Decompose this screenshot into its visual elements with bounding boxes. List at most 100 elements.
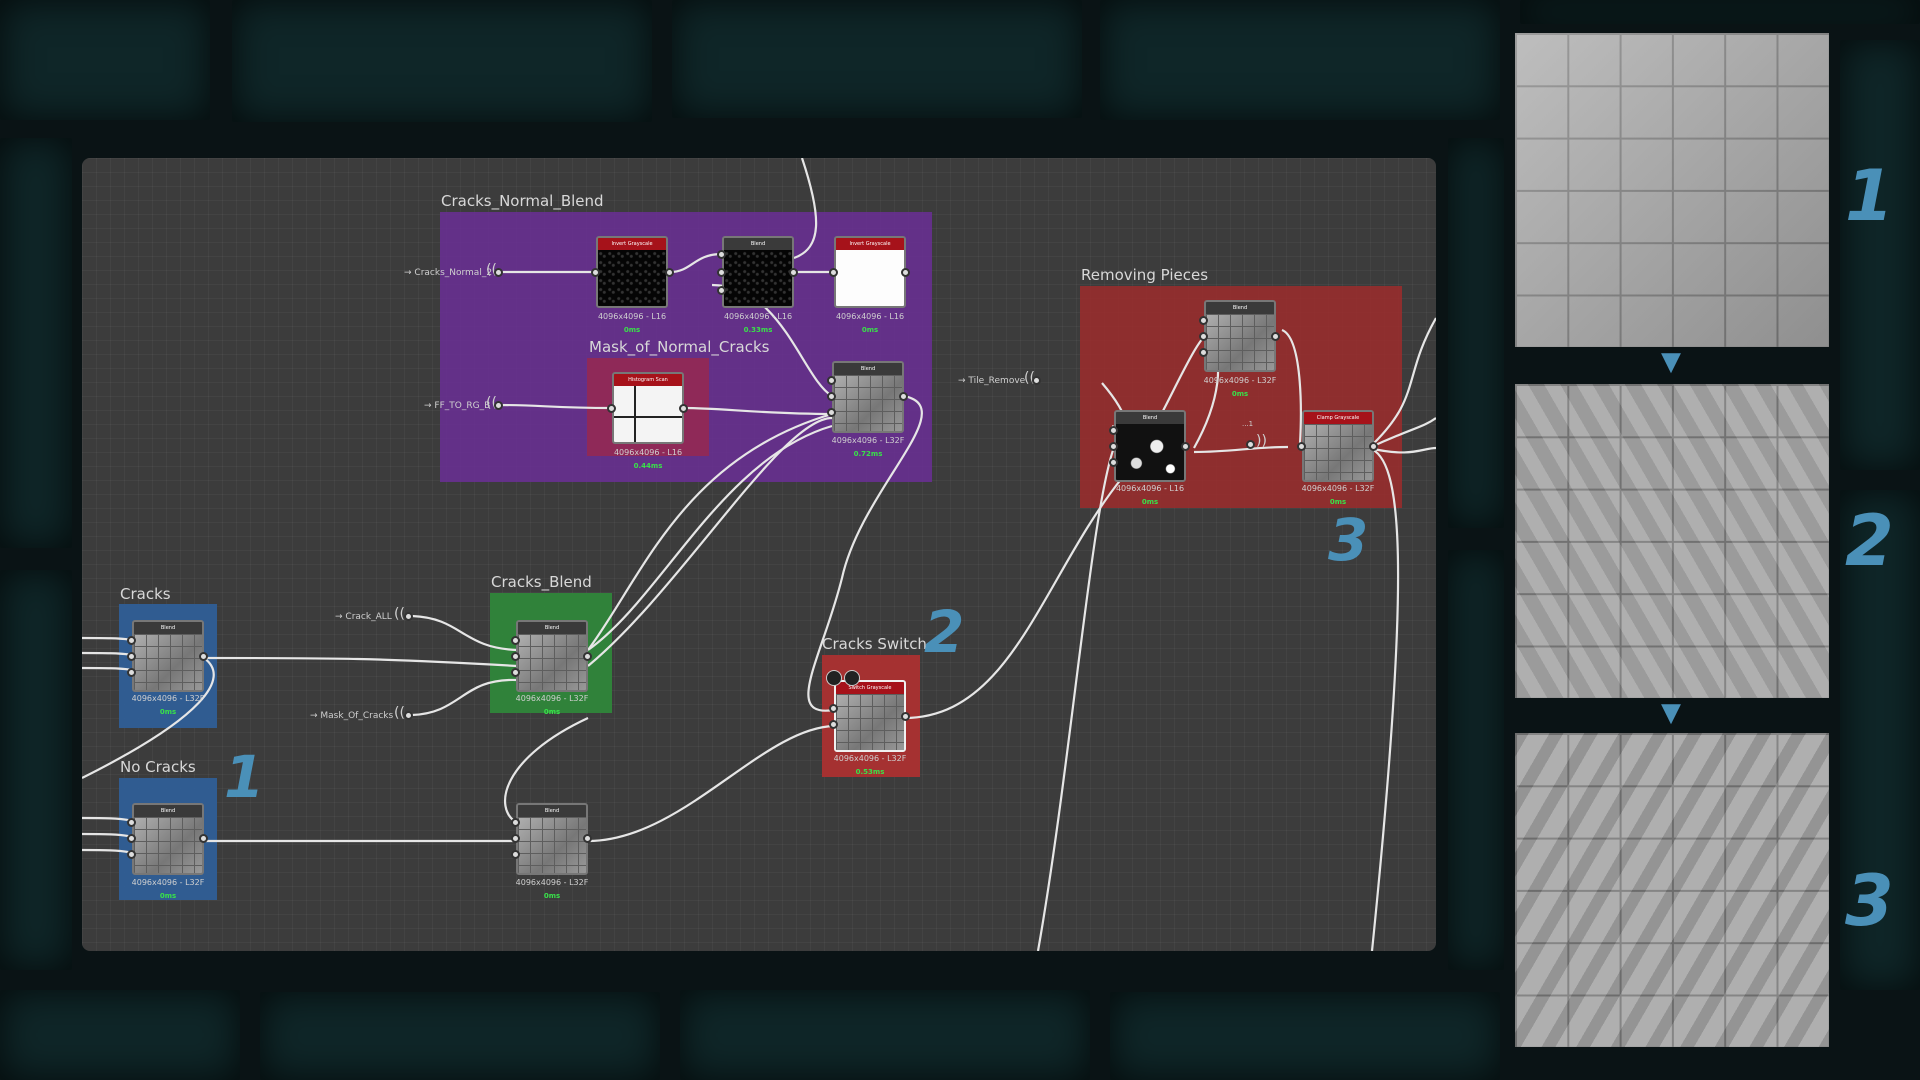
- node-invert-grayscale[interactable]: Invert Grayscale: [596, 236, 668, 308]
- wire: [82, 651, 133, 657]
- node-port[interactable]: [1109, 458, 1118, 467]
- node-port[interactable]: [717, 268, 726, 277]
- node-clamp-grayscale[interactable]: Clamp Grayscale: [1302, 410, 1374, 482]
- node-size: 4096x4096 - L16: [723, 312, 793, 321]
- wire: [1036, 441, 1118, 951]
- node-port[interactable]: [827, 408, 836, 417]
- input-label: Mask_Of_Cracks: [320, 711, 394, 721]
- callout-number: 3: [1328, 506, 1369, 574]
- node-port[interactable]: [717, 286, 726, 295]
- node-port[interactable]: [583, 652, 592, 661]
- node-port[interactable]: [1271, 332, 1280, 341]
- node-thumbnail: [834, 375, 902, 431]
- node-toolbar-icon[interactable]: [826, 670, 842, 686]
- node-invert-grayscale[interactable]: Invert Grayscale: [834, 236, 906, 308]
- node-port[interactable]: [127, 668, 136, 677]
- node-time: 0.53ms: [855, 768, 885, 776]
- node-thumbnail: [724, 250, 792, 306]
- node-port[interactable]: [127, 652, 136, 661]
- node-blend[interactable]: Blend: [132, 803, 204, 875]
- node-port[interactable]: [901, 712, 910, 721]
- graph-canvas[interactable]: Cracks_Normal_Blend Mask_of_Normal_Crack…: [82, 158, 1436, 951]
- node-port[interactable]: [665, 268, 674, 277]
- input-mask-of-cracks[interactable]: → Mask_Of_Cracks: [310, 711, 394, 721]
- node-blend[interactable]: Blend: [132, 620, 204, 692]
- input-port[interactable]: [494, 401, 503, 410]
- node-time: 0ms: [861, 326, 879, 334]
- bg-tile: [0, 0, 210, 120]
- wire: [1368, 417, 1436, 449]
- node-port[interactable]: [511, 834, 520, 843]
- node-blend[interactable]: Blend: [1204, 300, 1276, 372]
- node-port[interactable]: [1199, 316, 1208, 325]
- node-port[interactable]: [1297, 442, 1306, 451]
- wire: [793, 158, 818, 260]
- node-histogram-scan[interactable]: Histogram Scan: [612, 372, 684, 444]
- node-port[interactable]: [829, 268, 838, 277]
- input-tile-remove[interactable]: → Tile_Remove: [958, 376, 1026, 386]
- node-blend[interactable]: Blend: [722, 236, 794, 308]
- node-port[interactable]: [511, 636, 520, 645]
- node-port[interactable]: [199, 652, 208, 661]
- wire: [82, 816, 133, 823]
- node-port[interactable]: [511, 850, 520, 859]
- node-port[interactable]: [829, 704, 838, 713]
- node-port[interactable]: [511, 652, 520, 661]
- node-port[interactable]: [899, 392, 908, 401]
- node-title: Blend: [1206, 302, 1274, 314]
- input-label: Tile_Remove: [968, 376, 1026, 386]
- node-port[interactable]: [199, 834, 208, 843]
- node-switch-grayscale[interactable]: Switch Grayscale: [834, 680, 906, 752]
- frame-title-removing-pieces: Removing Pieces: [1081, 266, 1209, 284]
- input-signal-icon: ((: [1024, 370, 1035, 386]
- bg-tile: [1100, 0, 1500, 120]
- input-port[interactable]: [494, 268, 503, 277]
- node-port[interactable]: [829, 720, 838, 729]
- node-port[interactable]: [1369, 442, 1378, 451]
- node-port[interactable]: [591, 268, 600, 277]
- node-port[interactable]: [127, 850, 136, 859]
- node-port[interactable]: [607, 404, 616, 413]
- node-port[interactable]: [511, 818, 520, 827]
- node-size: 4096x4096 - L32F: [1301, 484, 1375, 493]
- node-time: 0ms: [159, 708, 177, 716]
- node-blend[interactable]: Blend: [832, 361, 904, 433]
- node-title: Blend: [724, 238, 792, 250]
- node-port[interactable]: [511, 668, 520, 677]
- node-thumbnail: [134, 634, 202, 690]
- bg-tile: [0, 990, 240, 1080]
- node-port[interactable]: [717, 250, 726, 259]
- frame-title-cracks-switch: Cracks Switch: [822, 635, 927, 653]
- input-crack-all[interactable]: → Crack_ALL: [335, 612, 392, 622]
- node-port[interactable]: [1109, 426, 1118, 435]
- node-toolbar-icon[interactable]: [844, 670, 860, 686]
- node-port[interactable]: [827, 376, 836, 385]
- input-cracks-normal-2[interactable]: → Cracks_Normal_2: [404, 268, 493, 278]
- node-port[interactable]: [127, 834, 136, 843]
- wire: [1193, 445, 1289, 454]
- node-title: Blend: [518, 622, 586, 634]
- node-port[interactable]: [1181, 442, 1190, 451]
- input-ff-to-rg-b[interactable]: → FF_TO_RG_B: [424, 401, 491, 411]
- frame-title-cracks: Cracks: [120, 585, 171, 603]
- preview-image-3: [1515, 733, 1829, 1047]
- node-port[interactable]: [583, 834, 592, 843]
- node-port[interactable]: [901, 268, 910, 277]
- node-blend[interactable]: Blend: [516, 803, 588, 875]
- node-port[interactable]: [1199, 348, 1208, 357]
- frame-title-cracks-normal-blend: Cracks_Normal_Blend: [441, 192, 604, 210]
- input-port[interactable]: [404, 711, 413, 720]
- node-port[interactable]: [789, 268, 798, 277]
- node-port[interactable]: [827, 392, 836, 401]
- node-port[interactable]: [127, 818, 136, 827]
- input-port[interactable]: [1032, 376, 1041, 385]
- node-thumbnail: [836, 250, 904, 306]
- node-port[interactable]: [679, 404, 688, 413]
- node-port[interactable]: [1109, 442, 1118, 451]
- node-blend[interactable]: Blend: [1114, 410, 1186, 482]
- input-port[interactable]: [404, 612, 413, 621]
- node-port[interactable]: [127, 636, 136, 645]
- node-blend[interactable]: Blend: [516, 620, 588, 692]
- output-port[interactable]: [1246, 440, 1255, 449]
- node-port[interactable]: [1199, 332, 1208, 341]
